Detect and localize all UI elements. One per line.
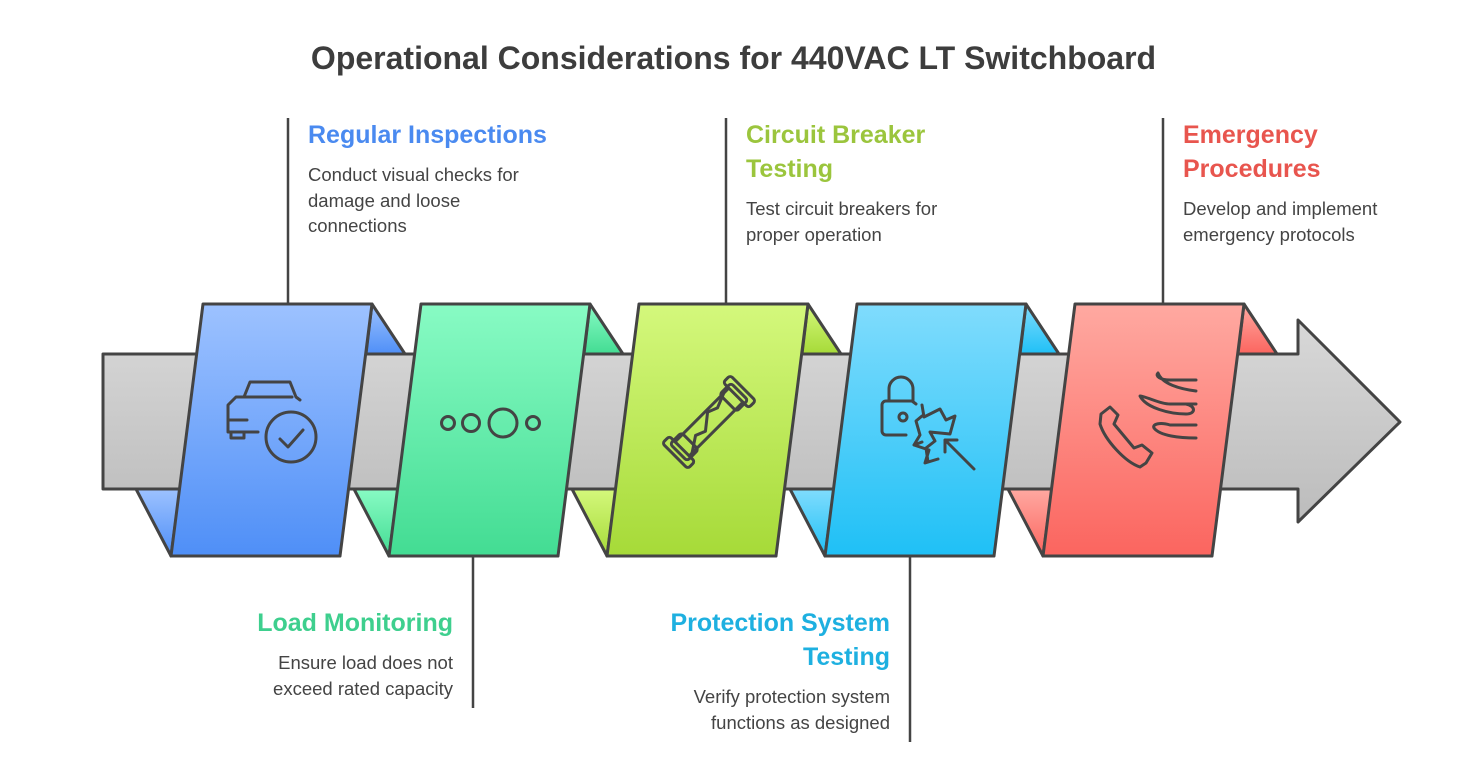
- circles-icon: [440, 407, 541, 439]
- car-check-icon: [226, 380, 318, 464]
- panel-face: [1041, 302, 1246, 558]
- step-title: Protection System Testing: [670, 609, 890, 671]
- step-4-panel: [788, 302, 1061, 558]
- step-5-text: Emergency Procedures Develop and impleme…: [1183, 118, 1443, 247]
- lock-breach-icon: [880, 375, 976, 471]
- step-title: Load Monitoring: [257, 609, 453, 637]
- step-title: Circuit Breaker Testing: [746, 121, 926, 183]
- step-title: Regular Inspections: [308, 121, 547, 149]
- panel-face: [605, 302, 810, 558]
- panel-face: [823, 302, 1028, 558]
- step-5-panel: [1006, 302, 1279, 558]
- phone-wind-icon: [1098, 371, 1198, 469]
- step-3-text: Circuit Breaker Testing Test circuit bre…: [746, 118, 1006, 247]
- step-3-panel: [570, 302, 843, 558]
- panel-face: [169, 302, 374, 558]
- step-2-panel: [352, 302, 625, 558]
- step-description: Ensure load does not exceed rated capaci…: [273, 652, 453, 699]
- step-1-text: Regular Inspections Conduct visual check…: [308, 118, 568, 239]
- step-1-panel: [134, 302, 407, 558]
- step-4-text: Protection System Testing Verify protect…: [630, 606, 890, 735]
- step-title: Emergency Procedures: [1183, 121, 1321, 183]
- fuse-icon: [662, 375, 756, 469]
- step-2-text: Load Monitoring Ensure load does not exc…: [193, 606, 453, 701]
- step-description: Verify protection system functions as de…: [693, 686, 890, 733]
- step-description: Test circuit breakers for proper operati…: [746, 198, 938, 245]
- diagram-title: Operational Considerations for 440VAC LT…: [310, 40, 1157, 76]
- step-description: Develop and implement emergency protocol…: [1183, 198, 1378, 245]
- step-description: Conduct visual checks for damage and loo…: [308, 164, 519, 236]
